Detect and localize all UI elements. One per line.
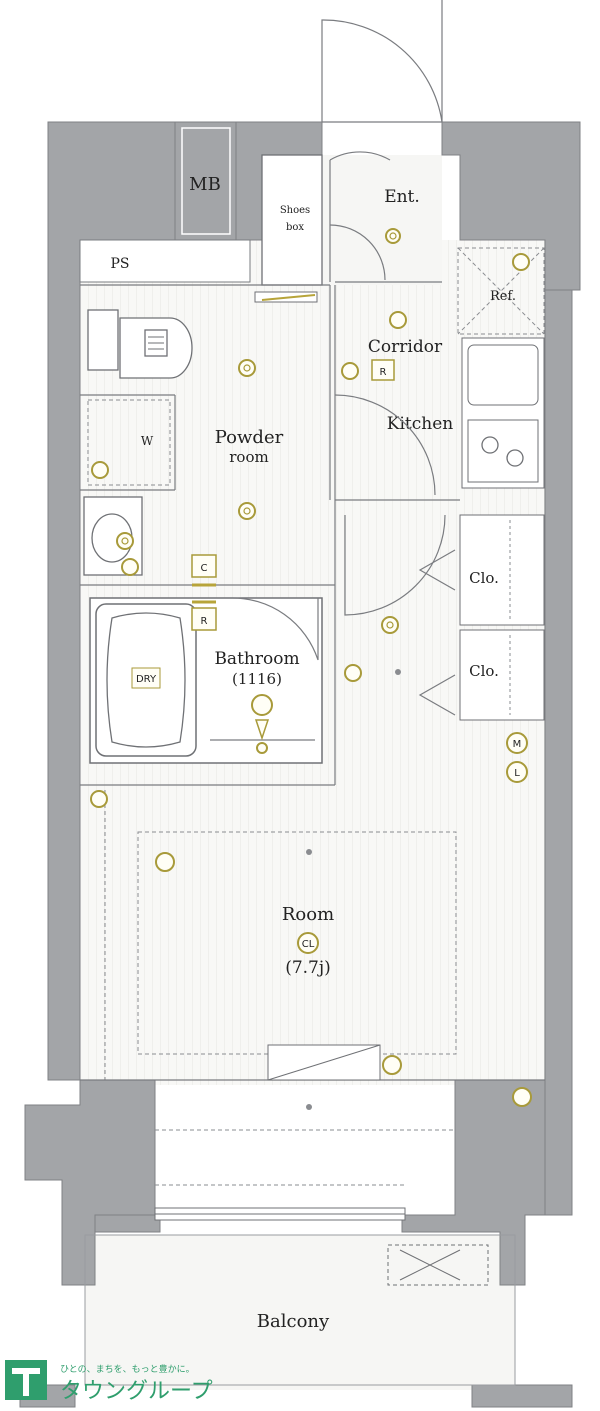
floor-balcony bbox=[85, 1235, 515, 1390]
shoes-box bbox=[261, 154, 323, 286]
ps-box bbox=[79, 239, 251, 283]
closet-1-label: Clo. bbox=[469, 569, 499, 587]
room-label: Room bbox=[282, 904, 334, 925]
intercom-r bbox=[371, 359, 395, 381]
bathroom-label: Bathroom bbox=[214, 649, 299, 669]
ps-label: PS bbox=[110, 256, 129, 272]
m-symbol bbox=[506, 732, 528, 754]
balcony-label: Balcony bbox=[257, 1311, 330, 1332]
svg-text:L: L bbox=[514, 768, 520, 779]
svg-text:CL: CL bbox=[302, 939, 315, 950]
closet-1 bbox=[459, 514, 545, 626]
svg-text:room: room bbox=[229, 448, 268, 466]
wall-top-right bbox=[441, 121, 581, 291]
svg-text:M: M bbox=[513, 739, 522, 750]
svg-text:R: R bbox=[201, 616, 208, 627]
l-symbol bbox=[506, 761, 528, 783]
ac-outdoor-unit bbox=[387, 1244, 489, 1286]
svg-text:(1116): (1116) bbox=[232, 670, 282, 688]
toilet-tank bbox=[87, 309, 119, 371]
kitchen-label: Kitchen bbox=[387, 414, 453, 434]
wall-balcony-left-post bbox=[94, 1214, 161, 1233]
bath-dry-symbol bbox=[131, 667, 161, 689]
entrance-label: Ent. bbox=[384, 187, 420, 207]
svg-text:Shoes: Shoes bbox=[280, 205, 310, 216]
company-logo: ひとの、まちを、もっと豊かに。 タウングループ bbox=[5, 1360, 213, 1404]
svg-text:R: R bbox=[380, 367, 387, 378]
wall-bottom-right bbox=[401, 1079, 546, 1286]
wall-balcony-bottom-right bbox=[471, 1384, 573, 1408]
corridor-label: Corridor bbox=[368, 337, 443, 357]
entrance-door bbox=[321, 19, 443, 123]
wall-right bbox=[544, 289, 573, 1216]
svg-text:C: C bbox=[201, 563, 208, 574]
bath-controller-r bbox=[191, 607, 217, 631]
svg-text:DRY: DRY bbox=[136, 674, 157, 685]
bath-controller-c bbox=[191, 554, 217, 578]
balcony-area bbox=[84, 1234, 516, 1386]
closet-2 bbox=[459, 629, 545, 721]
room-ceiling-dashed bbox=[137, 831, 457, 1055]
kitchen-counter bbox=[461, 337, 545, 489]
ceiling-light-cl bbox=[297, 932, 319, 954]
electrical-symbols bbox=[90, 228, 532, 1110]
closet-2-label: Clo. bbox=[469, 662, 499, 680]
mb-label: MB bbox=[189, 174, 221, 195]
ref-label: Ref. bbox=[490, 289, 516, 304]
svg-text:ひとの、まちを、もっと豊かに。: ひとの、まちを、もっと豊かに。 bbox=[60, 1363, 195, 1375]
svg-text:box: box bbox=[286, 222, 304, 233]
powder-room-label: Powder bbox=[215, 427, 284, 448]
room-size-label: (7.7j) bbox=[285, 958, 331, 978]
ref-space bbox=[457, 247, 545, 335]
mb-box bbox=[174, 121, 237, 241]
svg-text:タウングループ: タウングループ bbox=[60, 1379, 213, 1404]
washer-label: W bbox=[141, 434, 154, 448]
